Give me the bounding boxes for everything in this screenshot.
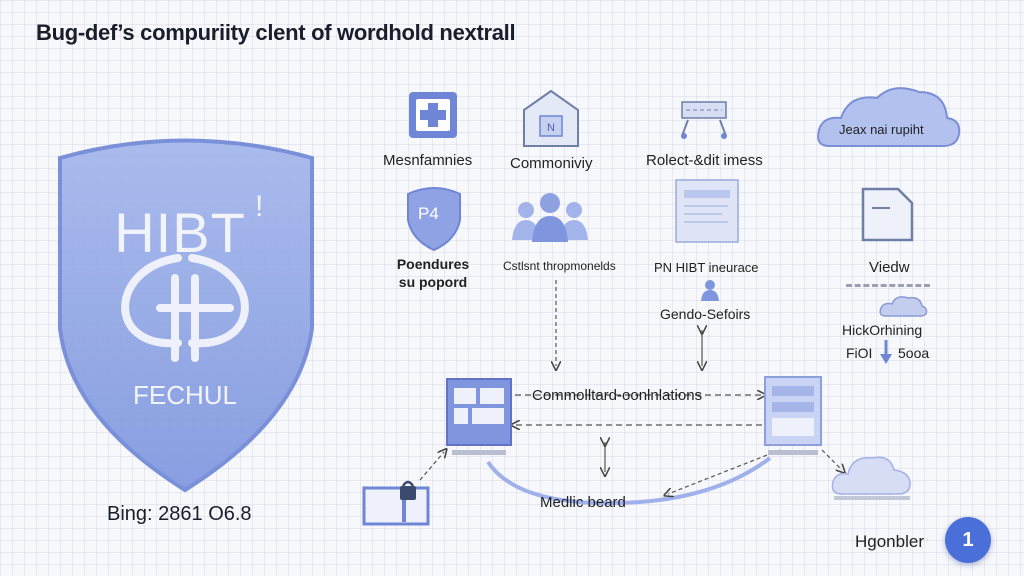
- small-shield-icon: [407, 187, 461, 252]
- project-node[interactable]: [678, 98, 730, 147]
- shield-title: HIBT: [114, 201, 246, 264]
- medical-node[interactable]: [407, 90, 459, 145]
- view-divider: [846, 284, 930, 287]
- hicke-right-tag: 5ooa: [898, 345, 930, 361]
- project-board-icon: [681, 101, 727, 139]
- person-icon: [700, 278, 720, 307]
- p4-node[interactable]: P4: [404, 182, 464, 257]
- house-icon: N: [523, 89, 579, 147]
- medic-board-label: Medlic beard: [540, 494, 626, 511]
- screen-label: PN HIBT ineurace: [654, 260, 759, 275]
- count-badge[interactable]: 1: [945, 517, 991, 563]
- center-link-label: Commolltard-oonlnlations: [532, 387, 703, 404]
- dashboard-panel[interactable]: [446, 378, 514, 463]
- svg-text:N: N: [547, 122, 555, 134]
- shield-mark: !: [255, 190, 264, 223]
- p4-label-line1: Poendures: [396, 256, 470, 272]
- cloud-node[interactable]: Jeax nai rupiht: [815, 84, 965, 155]
- shield-icon: [58, 138, 314, 493]
- hgonbler-label: Hgonbler: [855, 532, 924, 551]
- p4-label-line2: su popord: [398, 274, 468, 290]
- people-node[interactable]: [510, 190, 590, 249]
- lock-card-icon: [362, 480, 430, 526]
- server-panel[interactable]: [764, 376, 824, 463]
- server-icon: [764, 376, 822, 455]
- document-panel-icon: [675, 179, 739, 243]
- gender-label: Gendo-Sefoirs: [660, 306, 751, 322]
- people-group-icon: [512, 193, 588, 242]
- file-icon: [861, 187, 914, 242]
- page-title: Bug-def’s compuriity clent of wordhold n…: [36, 20, 516, 45]
- security-shield: HIBT ! FECHUL: [50, 118, 320, 498]
- shield-subtitle: FECHUL: [132, 380, 237, 410]
- medical-plus-icon: [409, 92, 457, 138]
- people-label: Cstlsnt thropmonelds: [503, 259, 616, 273]
- screen-node[interactable]: [672, 178, 742, 249]
- arrow-down-icon: [878, 340, 894, 371]
- card-lock-node[interactable]: [362, 480, 432, 533]
- cloud-icon-bottom: [831, 456, 911, 500]
- p4-badge: P4: [418, 204, 439, 223]
- dashboard-icon: [446, 378, 512, 455]
- hicke-left-tag: FiOI: [846, 345, 873, 361]
- view-label: Viedw: [869, 259, 910, 276]
- community-node[interactable]: N: [520, 88, 582, 153]
- bing-readout: Bing: 2861 O6.8: [107, 503, 252, 525]
- cloud-icon: [817, 87, 961, 147]
- cloud-label: Jeax nai rupiht: [839, 122, 924, 137]
- community-label: Commoniviy: [510, 155, 593, 172]
- medical-label: Mesnfamnies: [383, 152, 473, 169]
- view-node[interactable]: [860, 186, 914, 247]
- hicke-label: HickOrhining: [842, 322, 923, 338]
- bottom-cloud-node[interactable]: [830, 450, 914, 507]
- project-label: Rolect-&dit imess: [646, 152, 763, 169]
- small-cloud-icon: [878, 294, 928, 323]
